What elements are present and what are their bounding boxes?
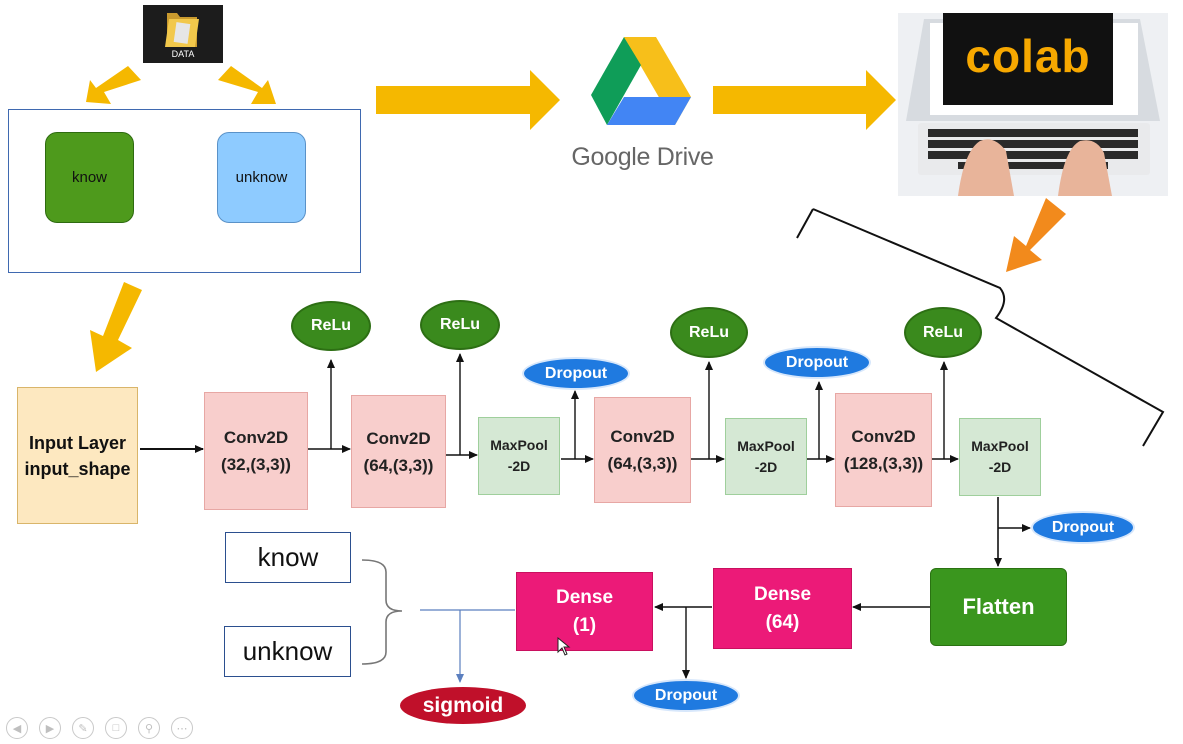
player-controls: ◀ ▶ ✎ □ ⚲ ⋯ xyxy=(6,717,193,739)
arrow-dataset-to-input xyxy=(90,282,142,372)
dense-1-layer: Dense (1) xyxy=(516,572,653,651)
maxpool-layer-3: MaxPool -2D xyxy=(959,418,1041,496)
maxpool-layer-1: MaxPool -2D xyxy=(478,417,560,495)
maxpool-layer-2: MaxPool -2D xyxy=(725,418,807,495)
sigmoid-activation: sigmoid xyxy=(400,687,526,724)
dropout-4: Dropout xyxy=(632,679,740,712)
conv2d-layer-1: Conv2D (32,(3,3)) xyxy=(204,392,308,510)
output-label-unknow: unknow xyxy=(224,626,351,677)
output-label-know: know xyxy=(225,532,351,583)
google-drive-icon xyxy=(591,37,691,125)
pen-icon[interactable]: ✎ xyxy=(72,717,94,739)
arrow-drive-to-colab xyxy=(713,70,896,130)
relu-4: ReLu xyxy=(904,307,982,358)
relu-3: ReLu xyxy=(670,307,748,358)
dropout-3: Dropout xyxy=(1031,511,1135,544)
data-folder: DATA xyxy=(143,5,223,63)
copy-icon[interactable]: □ xyxy=(105,717,127,739)
input-layer-box: Input Layer input_shape xyxy=(17,387,138,524)
dense-64-layer: Dense (64) xyxy=(713,568,852,649)
conv2d-layer-3: Conv2D (64,(3,3)) xyxy=(594,397,691,503)
zoom-icon[interactable]: ⚲ xyxy=(138,717,160,739)
arrow-colab-to-model xyxy=(1006,198,1066,272)
prev-icon[interactable]: ◀ xyxy=(6,717,28,739)
folder-icon xyxy=(165,13,199,47)
mouse-cursor-icon xyxy=(557,637,571,656)
arrow-data-left xyxy=(86,66,141,104)
next-icon[interactable]: ▶ xyxy=(39,717,61,739)
dropout-1: Dropout xyxy=(522,357,630,390)
flatten-layer: Flatten xyxy=(930,568,1067,646)
conv2d-layer-4: Conv2D (128,(3,3)) xyxy=(835,393,932,507)
colab-logo: colab xyxy=(943,13,1113,105)
colab-label: colab xyxy=(965,30,1091,82)
conv2d-layer-2: Conv2D (64,(3,3)) xyxy=(351,395,446,508)
data-folder-label: DATA xyxy=(171,49,195,59)
more-icon[interactable]: ⋯ xyxy=(171,717,193,739)
model-bracket xyxy=(796,208,1165,447)
relu-1: ReLu xyxy=(291,301,371,351)
relu-2: ReLu xyxy=(420,300,500,350)
class-unknow-box: unknow xyxy=(217,132,306,223)
google-drive-label: Google Drive xyxy=(571,143,714,171)
arrow-data-right xyxy=(218,66,276,104)
class-know-box: know xyxy=(45,132,134,223)
output-brace xyxy=(361,559,403,665)
dropout-2: Dropout xyxy=(763,346,871,379)
arrow-data-to-drive xyxy=(376,70,560,130)
colab-laptop-image: colab xyxy=(898,13,1168,196)
